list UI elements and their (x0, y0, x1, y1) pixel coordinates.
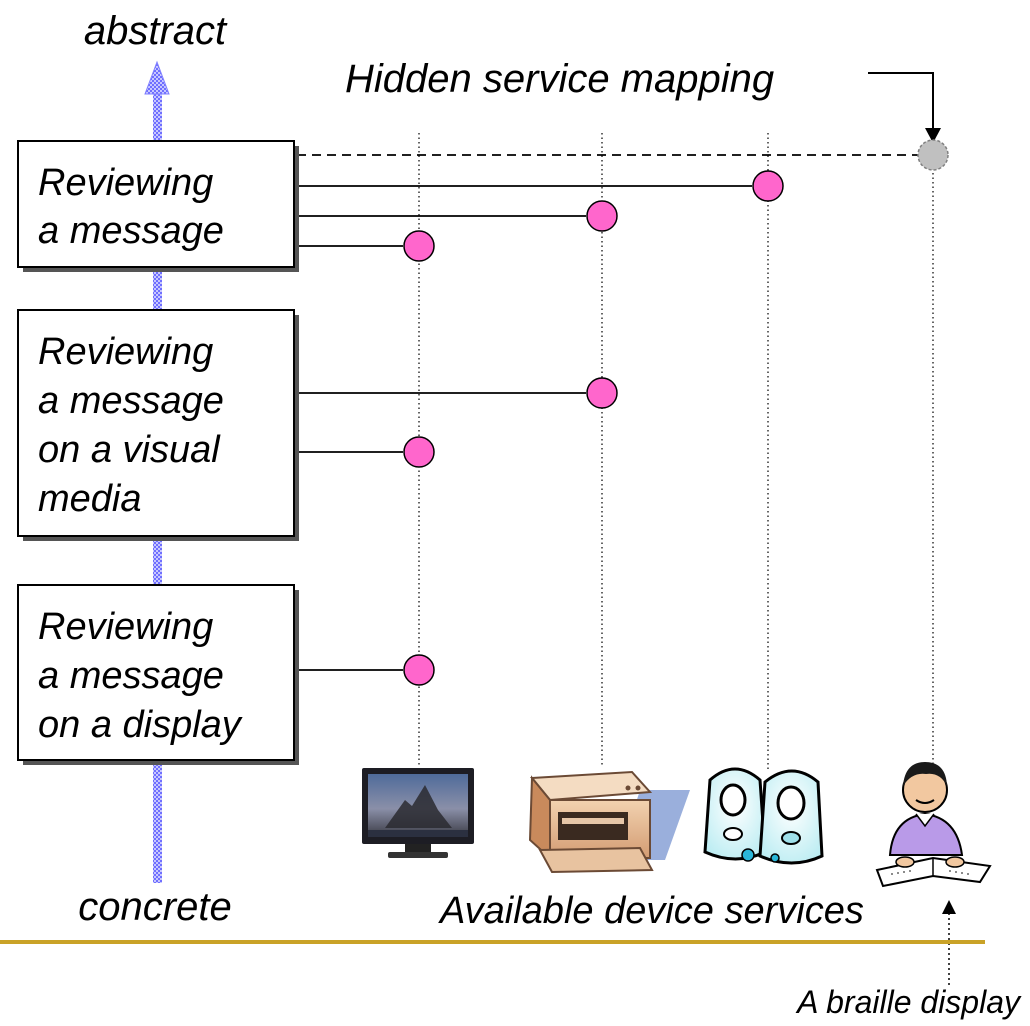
task-label-line: a message (38, 210, 224, 252)
braille-reader-icon (875, 762, 992, 888)
mapping-dots (403, 139, 949, 686)
connector-dot (403, 230, 435, 262)
connector-dot (403, 436, 435, 468)
braille-display-label: A braille display (795, 984, 1022, 1020)
monitor-icon (362, 768, 474, 858)
task-label-line: Reviewing (38, 162, 213, 204)
task-box-1: Reviewing a message (17, 140, 299, 272)
task-label-line: on a visual (38, 429, 221, 471)
hidden-mapping-arrow (868, 72, 941, 143)
task-box-frame (17, 584, 295, 761)
task-box-frame (17, 140, 295, 268)
mapping-connections (297, 154, 920, 671)
task-box-2: Reviewing a message on a visual media (17, 309, 299, 541)
connector-dot (586, 200, 618, 232)
connector-dot (752, 170, 784, 202)
task-label-line: Reviewing (38, 606, 213, 648)
task-label-line: a message (38, 655, 224, 697)
task-label-line: a message (38, 380, 224, 422)
task-box-3: Reviewing a message on a display (17, 584, 299, 765)
hidden-mapping-label: Hidden service mapping (345, 57, 774, 101)
device-lifelines (418, 133, 934, 770)
printer-icon (528, 770, 690, 874)
concrete-label: concrete (78, 885, 231, 929)
task-box-frame (17, 309, 295, 537)
hidden-connector-dot (917, 139, 949, 171)
connector-dot (403, 654, 435, 686)
connector-dot (586, 377, 618, 409)
braille-pointer-arrow (942, 900, 956, 985)
axis-arrowhead (144, 60, 170, 95)
bottom-rule (0, 940, 985, 944)
task-label-line: Reviewing (38, 331, 213, 373)
task-label-line: on a display (38, 704, 243, 746)
abstract-label: abstract (84, 9, 228, 53)
available-services-label: Available device services (438, 890, 864, 932)
task-label-line: media (38, 478, 142, 520)
speakers-icon (703, 767, 824, 865)
